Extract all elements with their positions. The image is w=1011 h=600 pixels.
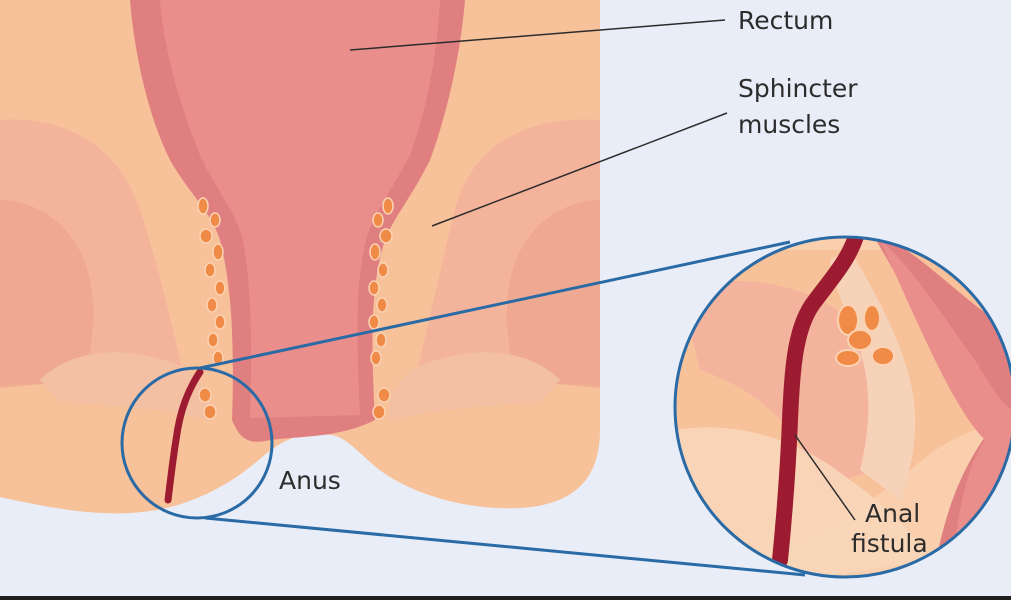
leader-lines [349,19,856,521]
fistula-label-line1: Anal [865,499,921,528]
perianal-glands-left [197,197,226,420]
sphincter-label-line2: muscles [738,110,841,139]
fistula-leader [794,434,856,521]
zoomed-view [673,235,1011,579]
rectum-label: Rectum [738,6,834,35]
fistula-tract-small [164,368,204,504]
rectum [130,0,465,442]
fistula-label-line2: fistula [851,529,928,558]
fistula-tract-zoomed [772,237,866,568]
sphincter-muscles [0,119,600,420]
zoomed-glands [835,304,895,367]
bottom-border [0,596,1011,600]
sphincter-leader [431,112,728,227]
magnifier-source-circle [120,366,274,520]
rectum-leader [349,19,726,51]
sphincter-label-line1: Sphincter [738,74,858,103]
magnifier-connectors [199,240,806,577]
anus-label: Anus [279,466,341,495]
perianal-glands-right [368,197,394,420]
